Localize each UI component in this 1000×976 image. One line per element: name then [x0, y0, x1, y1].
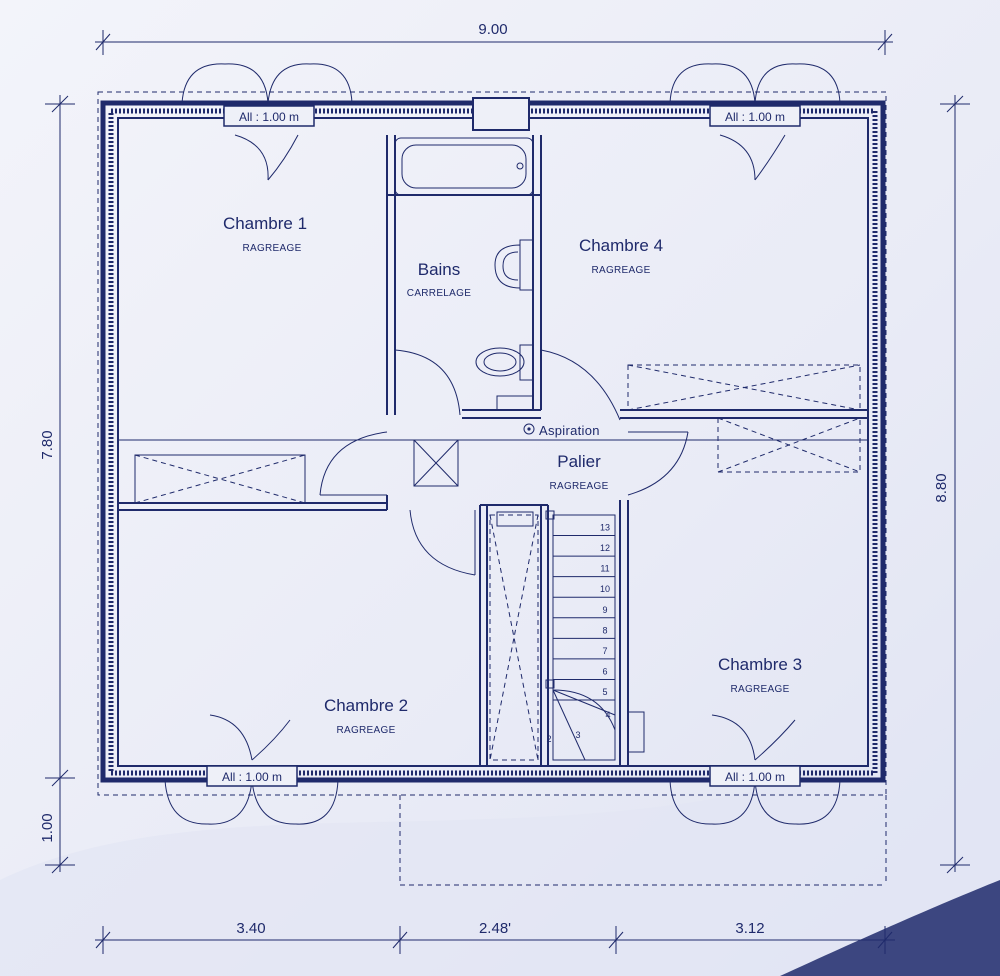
fixed-window: [472, 97, 530, 131]
window-label-2: All : 1.00 m: [709, 105, 801, 127]
aspiration-icon: [523, 423, 535, 435]
toilet-icon: [475, 344, 534, 411]
lower-dashed-zone: [399, 795, 887, 886]
stair-step-number: 7: [602, 646, 607, 656]
room-name: Chambre 3: [718, 655, 802, 674]
svg-text:All : 1.00 m: All : 1.00 m: [725, 770, 785, 784]
stair-step-number: 12: [600, 543, 610, 553]
dimension-right-label: 8.80: [933, 473, 950, 502]
stair-step-number: 4: [605, 710, 610, 720]
stair-step-number: 13: [600, 523, 610, 533]
room-name: Bains: [418, 260, 461, 279]
dimension-bottom-label-1: 3.40: [236, 920, 265, 937]
stair-step-number: 2: [546, 734, 551, 744]
closet-stair: [489, 511, 539, 761]
window-label-3: All : 1.00 m: [206, 765, 298, 787]
closet-chambre-3: [717, 417, 861, 473]
cabinet-chambre-3: [627, 711, 645, 753]
closet-chambre-4: [627, 364, 861, 411]
interior-doors: [319, 349, 689, 576]
room-floor: RAGREAGE: [549, 481, 608, 492]
dimension-bottom-label-3: 3.12: [735, 920, 764, 937]
room-name: Palier: [557, 452, 601, 471]
room-floor: RAGREAGE: [242, 243, 301, 254]
dimension-top-label: 9.00: [478, 21, 507, 38]
stair-step-number: 9: [602, 605, 607, 615]
bathtub-icon: [394, 137, 534, 196]
svg-text:All : 1.00 m: All : 1.00 m: [222, 770, 282, 784]
dimension-bottom: 3.40 2.48' 3.12: [95, 920, 895, 954]
room-palier: Palier RAGREAGE: [549, 452, 608, 492]
room-chambre-4: Chambre 4 RAGREAGE: [579, 236, 663, 276]
room-floor: RAGREAGE: [336, 725, 395, 736]
aspiration-label: Aspiration: [539, 423, 600, 438]
room-floor: CARRELAGE: [407, 288, 471, 299]
dimension-left: 7.80 1.00: [39, 95, 75, 874]
stair-step-number: 5: [602, 687, 607, 697]
dimension-left-bottom-label: 1.00: [39, 813, 56, 842]
dimension-left-label: 7.80: [39, 430, 56, 459]
window-swings: [164, 63, 841, 825]
background-swoosh: [0, 700, 1000, 976]
room-chambre-1: Chambre 1 RAGREAGE: [223, 214, 307, 254]
room-bains: Bains CARRELAGE: [407, 260, 471, 299]
dimension-right: 8.80: [933, 95, 970, 874]
stair-step-number: 6: [602, 666, 607, 676]
staircase: 13 12 11 10 9 8 7 6 5 4 3 2: [545, 510, 616, 761]
stair-step-number: 3: [575, 730, 580, 740]
corner-accent: [780, 880, 1000, 976]
stair-step-number: 8: [602, 625, 607, 635]
sink-icon: [494, 239, 534, 291]
svg-text:All : 1.00 m: All : 1.00 m: [725, 110, 785, 124]
svg-text:All : 1.00 m: All : 1.00 m: [239, 110, 299, 124]
room-floor: RAGREAGE: [591, 265, 650, 276]
closet-chambre-1: [134, 454, 306, 504]
window-label-1: All : 1.00 m: [223, 105, 315, 127]
room-chambre-2: Chambre 2 RAGREAGE: [324, 696, 408, 736]
room-name: Chambre 4: [579, 236, 663, 255]
dimension-top: 9.00: [95, 21, 893, 55]
window-label-4: All : 1.00 m: [709, 765, 801, 787]
stair-step-number: 10: [600, 584, 610, 594]
room-floor: RAGREAGE: [730, 684, 789, 695]
dimension-bottom-label-2: 2.48': [479, 920, 511, 937]
palier-shaft: [413, 439, 459, 487]
room-chambre-3: Chambre 3 RAGREAGE: [718, 655, 802, 695]
room-name: Chambre 1: [223, 214, 307, 233]
stair-step-number: 11: [600, 564, 609, 574]
room-name: Chambre 2: [324, 696, 408, 715]
